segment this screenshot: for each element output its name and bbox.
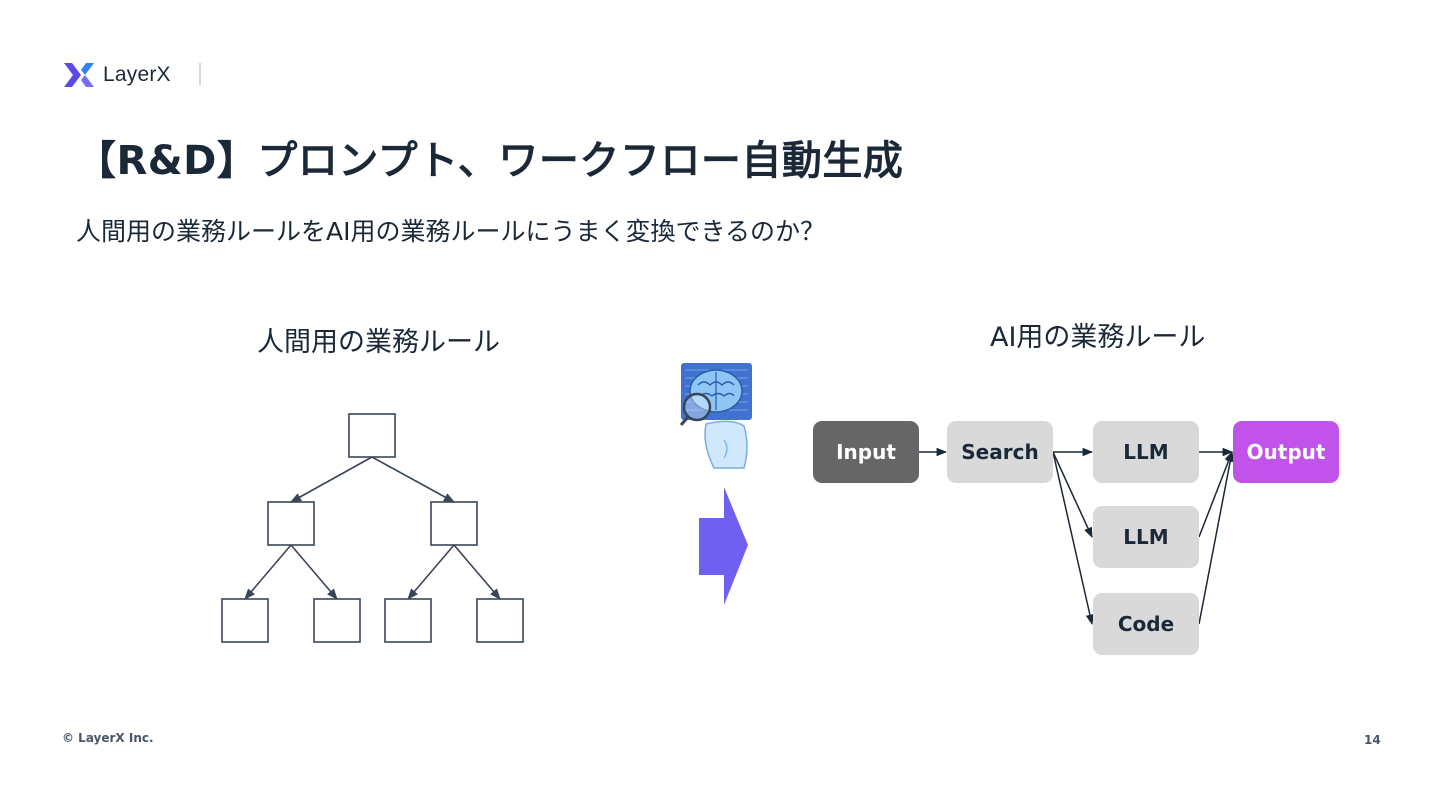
header-divider (199, 63, 201, 85)
footer-copyright: © LayerX Inc. (62, 731, 154, 745)
flow-node-search: Search (947, 421, 1053, 483)
tree-node-leaf-3 (384, 598, 432, 643)
tree-edge (290, 544, 338, 600)
flow-node-output: Output (1233, 421, 1339, 483)
page-title: 【R&D】プロンプト、ワークフロー自動生成 (76, 138, 904, 184)
tree-node-right (430, 501, 478, 546)
ai-rules-caption: AI用の業務ルール (990, 322, 1206, 353)
tree-edge (407, 544, 455, 600)
flow-edges (919, 447, 1235, 626)
tree-edge (453, 544, 501, 600)
flow-edge-llm2-output (1198, 451, 1233, 538)
tree-edge (244, 544, 292, 600)
tree-node-leaf-2 (313, 598, 361, 643)
flow-node-llm-1: LLM (1093, 421, 1199, 483)
page-subtitle: 人間用の業務ルールをAI用の業務ルールにうまく変換できるのか？ (76, 217, 825, 246)
layerx-logo-icon (64, 63, 94, 87)
tree-edge (290, 456, 373, 503)
flow-edge-search-llm2 (1052, 451, 1093, 538)
tree-node-leaf-4 (476, 598, 524, 643)
flow-node-input: Input (813, 421, 919, 483)
flow-node-llm-2: LLM (1093, 506, 1199, 568)
human-rules-caption: 人間用の業務ルール (257, 327, 500, 358)
tree-edge (371, 456, 455, 503)
ai-brain-robot-icon (679, 363, 752, 469)
tree-node-root (348, 413, 396, 458)
human-rules-tree (221, 413, 524, 643)
right-arrow-icon (699, 487, 748, 605)
flow-edge-code-output (1198, 450, 1235, 625)
logo-text: LayerX (103, 63, 171, 86)
flow-node-code: Code (1093, 593, 1199, 655)
tree-node-left (267, 501, 315, 546)
tree-node-leaf-1 (221, 598, 269, 643)
flow-edge-search-code (1052, 451, 1095, 626)
layerx-logo: LayerX (62, 60, 171, 90)
page-number: 14 (1364, 733, 1381, 747)
